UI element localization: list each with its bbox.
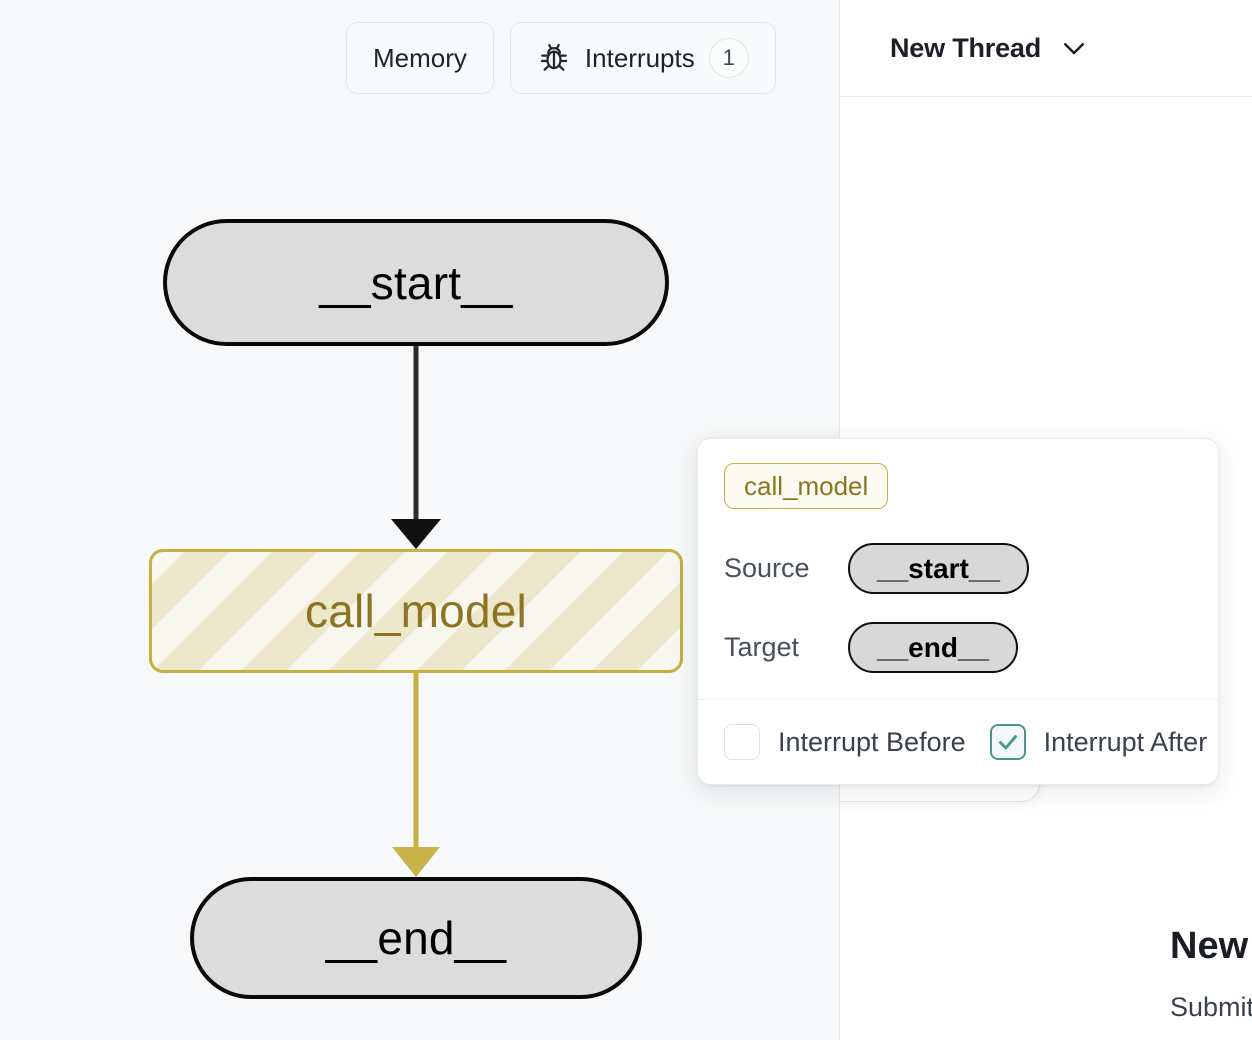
graph-edges-layer <box>391 346 441 877</box>
graph-node-start[interactable]: __start__ <box>163 219 669 346</box>
popover-footer: Interrupt Before Interrupt After <box>698 699 1218 784</box>
popover-source-key: Source <box>724 553 810 583</box>
popover-node-chip[interactable]: call_model <box>724 463 889 509</box>
memory-button[interactable]: Memory <box>346 22 494 94</box>
interrupt-after-checkbox[interactable]: Interrupt After <box>989 724 1208 760</box>
graph-node-start-label: __start__ <box>319 256 513 309</box>
graph-node-call-model[interactable]: call_model <box>149 549 683 673</box>
thread-header: New Thread <box>840 0 1252 97</box>
empty-state-subtitle: Submit your input <box>1170 992 1252 1022</box>
thread-title: New Thread <box>890 32 1042 63</box>
graph-toolbar: Memory Interrupts 1 <box>346 22 776 94</box>
popover-target-value[interactable]: __end__ <box>848 622 1019 673</box>
empty-state-title: New T <box>1170 925 1252 967</box>
interrupts-button-label: Interrupts <box>584 42 695 73</box>
thread-empty-state: New T Submit your input <box>840 925 1252 1023</box>
interrupts-button[interactable]: Interrupts 1 <box>509 22 776 94</box>
checkbox-box-checked[interactable] <box>989 724 1026 760</box>
graph-node-call-model-label: call_model <box>305 585 527 637</box>
checkbox-box-unchecked[interactable] <box>724 724 760 760</box>
popover-target-key: Target <box>724 632 800 662</box>
chevron-down-icon[interactable] <box>1059 33 1089 63</box>
interrupt-after-label: Interrupt After <box>1043 726 1208 757</box>
interrupt-before-checkbox[interactable]: Interrupt Before <box>724 724 966 760</box>
popover-target-row: Target __end__ <box>724 622 1192 673</box>
bug-icon <box>537 41 571 75</box>
interrupt-before-label: Interrupt Before <box>778 726 966 757</box>
interrupts-count-badge: 1 <box>708 38 749 78</box>
node-detail-popover: call_model Source __start__ Target __end… <box>697 438 1219 785</box>
graph-node-end[interactable]: __end__ <box>190 877 642 999</box>
popover-source-value[interactable]: __start__ <box>848 543 1029 594</box>
graph-node-end-label: __end__ <box>325 912 507 964</box>
memory-button-label: Memory <box>373 42 467 73</box>
popover-source-row: Source __start__ <box>724 543 1192 594</box>
popover-body: call_model Source __start__ Target __end… <box>698 439 1218 699</box>
